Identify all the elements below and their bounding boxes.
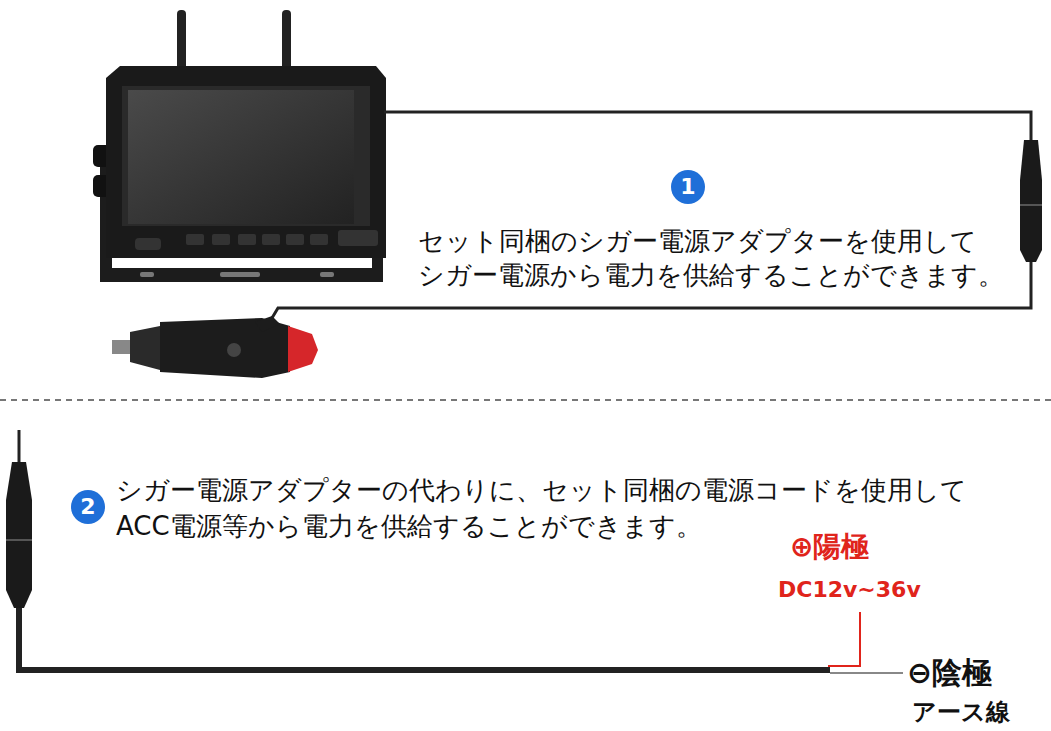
stand-slot xyxy=(220,272,260,277)
wire-label: ⊕陽極 xyxy=(790,530,869,564)
callout-number: 1 xyxy=(680,176,695,198)
note-text: シガー電源アダプターの代わりに、セット同梱の電源コードを使用して ACC電源等か… xyxy=(116,472,1016,544)
button xyxy=(310,234,328,245)
connector-joint xyxy=(6,539,32,541)
plug-body xyxy=(130,326,160,370)
wire-label: ⊖陰極 xyxy=(907,655,992,691)
panel xyxy=(338,230,378,246)
voltage-label: DC12v~36v xyxy=(778,576,921,604)
plug-tip xyxy=(112,340,130,354)
stand-slot xyxy=(320,272,334,277)
power-cord xyxy=(18,430,21,462)
monitor-housing xyxy=(106,66,386,258)
cable-strain xyxy=(255,316,280,332)
plug-cap xyxy=(288,326,318,372)
wire-label: アース線 xyxy=(912,697,1010,727)
callout-badge: 1 xyxy=(671,170,705,204)
button xyxy=(212,234,230,245)
monitor-screen xyxy=(128,90,354,224)
power-wire xyxy=(384,112,1031,140)
wire-connector xyxy=(6,462,32,608)
connector-joint xyxy=(1020,204,1042,206)
note-text: セット同梱のシガー電源アダプターを使用して シガー電源から電力を供給することがで… xyxy=(418,224,1038,292)
button xyxy=(286,234,304,245)
monitor-bezel xyxy=(122,86,370,226)
antenna xyxy=(282,10,291,72)
callout-badge: 2 xyxy=(71,490,105,524)
antenna xyxy=(177,10,186,72)
callout-number: 2 xyxy=(80,496,95,518)
indicator xyxy=(135,238,161,250)
screen-shine xyxy=(128,90,354,224)
stand-slot xyxy=(140,272,154,277)
wire-connector xyxy=(1020,140,1042,262)
button xyxy=(238,234,256,245)
plug-screw xyxy=(227,343,241,357)
positive-wire xyxy=(828,612,860,666)
button xyxy=(186,234,204,245)
power-cord xyxy=(19,608,830,670)
ground-wire xyxy=(830,672,903,674)
button xyxy=(262,234,280,245)
separator xyxy=(0,399,1051,401)
